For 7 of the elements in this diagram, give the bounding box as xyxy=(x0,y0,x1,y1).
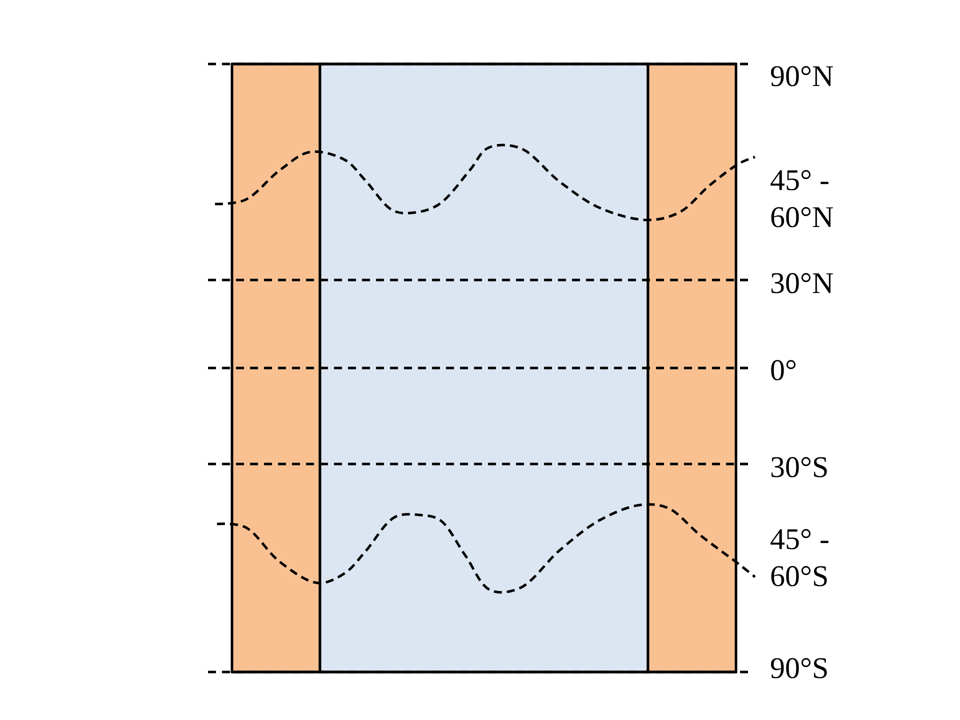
latitude-label: 90°S xyxy=(770,651,830,687)
latitude-label: 45° - 60°N xyxy=(770,163,835,236)
latitude-label: 45° - 60°S xyxy=(770,522,830,595)
latitude-label: 30°S xyxy=(770,450,830,486)
latitude-label: 0° xyxy=(770,353,798,389)
latitude-label: 90°N xyxy=(770,59,835,95)
latitude-label: 30°N xyxy=(770,266,835,302)
